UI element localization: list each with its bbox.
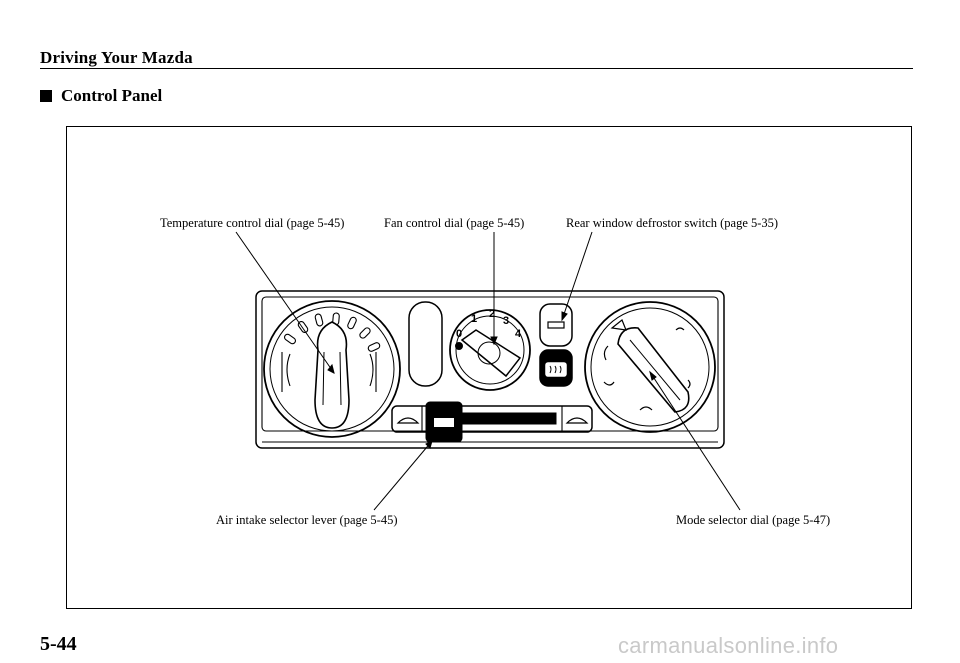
fan-mark-2: 2 [489,308,495,320]
page-number: 5-44 [40,633,77,655]
fan-mark-4: 4 [515,328,522,340]
mode-leader [649,371,741,511]
section-bullet-icon [40,90,52,102]
figure-frame [66,126,912,609]
air-intake-label: Air intake selector lever (page 5-45) [216,513,398,527]
temperature-dial [263,300,401,438]
fan-mark-0: 0 [456,328,462,340]
watermark: carmanualsonline.info [618,633,839,658]
page-header-title: Driving Your Mazda [40,48,193,67]
fan-dial-label: Fan control dial (page 5-45) [384,216,525,230]
fan-dial [449,309,531,391]
mode-selector-label: Mode selector dial (page 5-47) [676,513,831,527]
fan-mark-1: 1 [471,313,477,325]
leader-lines [235,231,741,511]
mode-dial [584,301,716,433]
rear-defroster-label: Rear window defrostor switch (page 5-35) [566,216,779,230]
blank-slot [408,301,443,387]
rear-defroster-leader [561,231,593,321]
air-intake-lever [391,401,593,443]
temperature-leader [235,231,335,374]
panel-body [255,290,725,449]
temperature-dial-label: Temperature control dial (page 5-45) [160,216,345,230]
section-heading: Control Panel [40,86,162,106]
rear-defroster-switch [539,303,573,387]
header-rule [40,68,913,69]
fan-mark-3: 3 [503,315,509,327]
section-title: Control Panel [61,86,163,105]
air-intake-leader [373,440,433,511]
